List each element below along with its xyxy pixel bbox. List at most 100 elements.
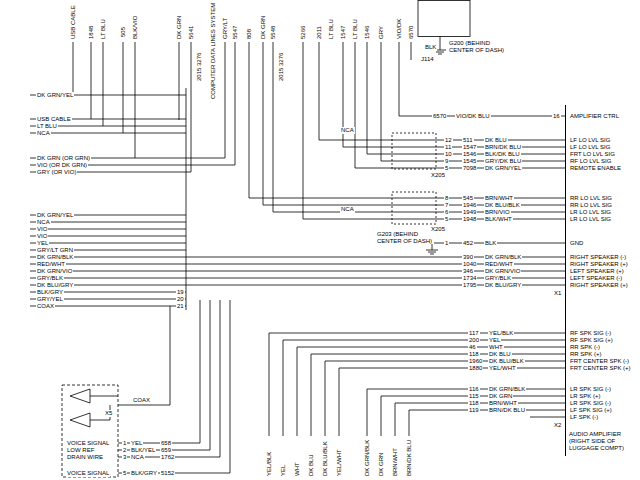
wire-label: LOW REF [66, 447, 95, 454]
wire-label: BLK [424, 44, 437, 51]
wire-label: DK GRN/YEL [36, 212, 74, 219]
wire-label: 5152 [160, 470, 175, 477]
vertical-wire-label: BRN/DK BLU [406, 439, 413, 477]
wire-label: 659 [160, 447, 172, 454]
wire-label: 5 [444, 165, 449, 172]
vertical-wire-label: 505 [120, 26, 127, 38]
wire-label: GRY/DK BLU [484, 158, 522, 165]
wire-label: 10 [444, 151, 453, 158]
wire-label: 6 [444, 209, 449, 216]
wire-label: 511 [462, 137, 474, 144]
wire-label: 12 [444, 137, 453, 144]
wire-label: 7 [444, 202, 449, 209]
vertical-wire-label: WHT [294, 461, 301, 477]
wire-label: J114 [420, 56, 435, 63]
wire-label: RF LO LVL SIG [569, 158, 612, 165]
vertical-wire-label: BRN/WHT [392, 447, 399, 477]
wire-label: X205 [430, 172, 446, 179]
wire-label: 1040 [462, 261, 477, 268]
wire-label: 46 [468, 344, 477, 351]
wire-label: 3 [122, 454, 127, 461]
component-name: AUDIO AMPLIFIER (RIGHT SIDE OF LUGGAGE C… [569, 431, 635, 452]
wire-label: 1948 [462, 216, 477, 223]
wire-label: 5 [444, 216, 449, 223]
wire-label: 118 [468, 351, 480, 358]
wire-label: 11 [444, 144, 452, 151]
wire-label: 5 [122, 470, 127, 477]
vertical-wire-label: YEL/WHT [336, 448, 343, 477]
wire-label: NCA [130, 454, 145, 461]
wire-label: DK GRN/VIO [36, 268, 73, 275]
vertical-wire-label: 5547 [232, 25, 239, 40]
wire-label: LR LO LVL SIG [569, 209, 612, 216]
wire-label: BRN/WHT [488, 400, 518, 407]
wire-label: GND [569, 240, 584, 247]
wire-label: LF SPK (-) [569, 414, 599, 421]
wire-label: G200 (BEHIND CENTER OF DASH) [448, 40, 506, 53]
wire-label: YEL/BLK [488, 330, 514, 337]
vertical-wire-label: 6570 [408, 25, 415, 40]
wire-label: 117 [468, 330, 480, 337]
wire-label: 1545 [462, 158, 477, 165]
wire-label: YEL/WHT [488, 365, 517, 372]
wire-label: RR LO LVL SIG [569, 202, 613, 209]
wire-label: 9 [444, 158, 449, 165]
wire-label: NCA [36, 219, 51, 226]
vertical-wire-label: DK BLU [308, 453, 315, 477]
vertical-wire-label: 2015 3276 [196, 52, 203, 82]
wire-label: GRY/BLK [36, 275, 64, 282]
wire-label: DK GRN/VIO [484, 268, 521, 275]
vertical-wire-label: BLK/VIO [132, 15, 139, 40]
wire-label: 1 [444, 240, 449, 247]
wire-label: VOICE SIGNAL [66, 440, 110, 447]
wire-label: RF SPK SIG (-) [569, 330, 612, 337]
wire-label: GRY/YEL [36, 296, 64, 303]
wire-label: LR SPK SIG (-) [569, 400, 612, 407]
wire-label: LR LO LVL SIG [569, 216, 612, 223]
wire-label: AMPLIFIER CTRL [569, 113, 620, 120]
vertical-wire-label: 5641 [188, 25, 195, 40]
vertical-wire-label: DK GRN/BLK [364, 439, 371, 477]
wire-label: DK GRN/BLK [484, 254, 522, 261]
wire-label: DK GRN/BLK [36, 254, 74, 261]
wire-label: RIGHT SPEAKER (-) [569, 254, 627, 261]
wire-label: WHT [488, 344, 504, 351]
vertical-wire-label: GRY/LT [222, 17, 229, 40]
wire-label: VIO/DK BLU [455, 113, 491, 120]
wire-label: USB CABLE [36, 116, 72, 123]
wire-label: BLK/DK BLU [484, 151, 521, 158]
vertical-wire-label: LT BLU [328, 18, 335, 40]
wire-label: LEFT SPEAKER (-) [569, 275, 623, 282]
wire-label: DK BLU [484, 137, 508, 144]
wire-label: 8 [444, 195, 449, 202]
wire-label: GRY/LT GRN [36, 247, 74, 254]
wire-label: NCA [36, 130, 51, 137]
wire-label: BLK/GRY [130, 470, 158, 477]
wire-label: COAX [132, 397, 151, 404]
wire-label: DK BLU/BLK [488, 358, 525, 365]
wire-label: 19 [176, 289, 185, 296]
vertical-wire-label: COMPUTER DATA LINES SYSTEM [210, 2, 217, 100]
wire-label: YEL [130, 440, 143, 447]
wire-label: LT BLU [36, 123, 58, 130]
wire-label: 116 [468, 386, 480, 393]
wire-label: RIGHT SPEAKER (+) [569, 261, 629, 268]
wire-label: 390 [462, 254, 474, 261]
wire-label: 21 [176, 303, 185, 310]
wire-label: BRN/DK BLU [488, 407, 526, 414]
wire-label: RF SPK SIG (+) [569, 337, 614, 344]
wire-label: LEFT SPEAKER (+) [569, 268, 625, 275]
wire-label: 200 [468, 337, 480, 344]
wire-label: GRY/BLK [484, 275, 512, 282]
vertical-wire-label: DK GRN [176, 15, 183, 40]
wire-label: DK BLU [488, 351, 512, 358]
wire-label: 1547 [462, 144, 477, 151]
wire-label: GRY (OR VIO) [36, 169, 77, 176]
wire-label: FRT CENTER SPK (+) [569, 365, 632, 372]
vertical-wire-label: 1547 [340, 25, 347, 40]
wire-label: 20 [176, 296, 185, 303]
vertical-wire-label: YEL/BLK [266, 451, 273, 477]
wire-label: X1 [553, 290, 562, 297]
wire-label: DK BLU/GRY [484, 282, 522, 289]
vertical-wire-label: VIO/DK [396, 18, 403, 40]
